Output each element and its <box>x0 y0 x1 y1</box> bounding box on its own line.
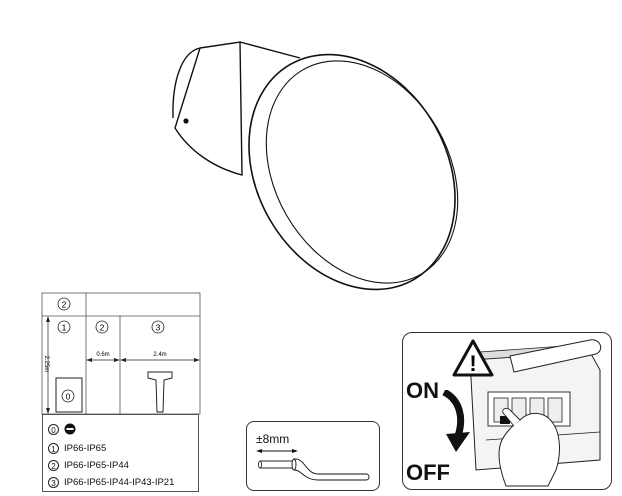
hand-shape <box>498 413 560 487</box>
width-dimension-label-1: 0.6m <box>96 352 109 358</box>
legend-zone-2-number: 2 <box>48 459 59 471</box>
wire-strip-length-label: ±8mm <box>256 432 290 446</box>
legend-zone-3-number: 3 <box>48 476 59 488</box>
legend-zone-1-number: 1 <box>48 442 59 454</box>
warning-symbol: ! <box>469 351 476 376</box>
bathtub-shape <box>55 377 83 413</box>
zone-3-number: 3 <box>156 323 161 333</box>
legend-zone-1-text: IP66-IP65 <box>64 442 107 454</box>
zone-2-number: 2 <box>100 323 105 333</box>
zone-top-number: 2 <box>62 300 67 310</box>
legend-row-zone-0: 0 <box>48 421 76 437</box>
mount-screw-hole <box>183 118 189 124</box>
off-label: OFF <box>406 460 450 485</box>
bathroom-zone-diagram: 2 1 2 3 0 2.25m 0.6m 2.4m <box>41 292 201 415</box>
legend-zone-0-number: 0 <box>48 423 59 435</box>
legend-zone-3-text: IP66-IP65-IP44-IP43-IP21 <box>64 476 175 488</box>
zone-1-number: 1 <box>62 323 67 333</box>
legend-zone-2-text: IP66-IP65-IP44 <box>64 459 129 471</box>
wire-strip-illustration <box>256 449 370 481</box>
on-label: ON <box>406 378 439 403</box>
legend-row-zone-2: 2 IP66-IP65-IP44 <box>48 457 129 473</box>
washbasin-shape <box>147 371 173 413</box>
lamp-disc-outer <box>248 53 456 291</box>
wall-lamp-illustration <box>172 41 459 291</box>
legend-row-zone-1: 1 IP66-IP65 <box>48 440 106 456</box>
no-entry-icon <box>64 423 76 435</box>
lamp-disc-inner <box>265 60 459 284</box>
breaker-illustration <box>468 339 602 487</box>
lamp-mount-body <box>174 41 243 176</box>
zone-0-number: 0 <box>66 392 71 402</box>
warning-triangle-icon: ! <box>452 339 494 377</box>
width-dimension-label-2: 2.4m <box>153 352 166 358</box>
height-dimension-label: 2.25m <box>43 356 49 373</box>
rotate-arrow-icon <box>442 390 470 452</box>
legend-row-zone-3: 3 IP66-IP65-IP44-IP43-IP21 <box>48 474 174 490</box>
